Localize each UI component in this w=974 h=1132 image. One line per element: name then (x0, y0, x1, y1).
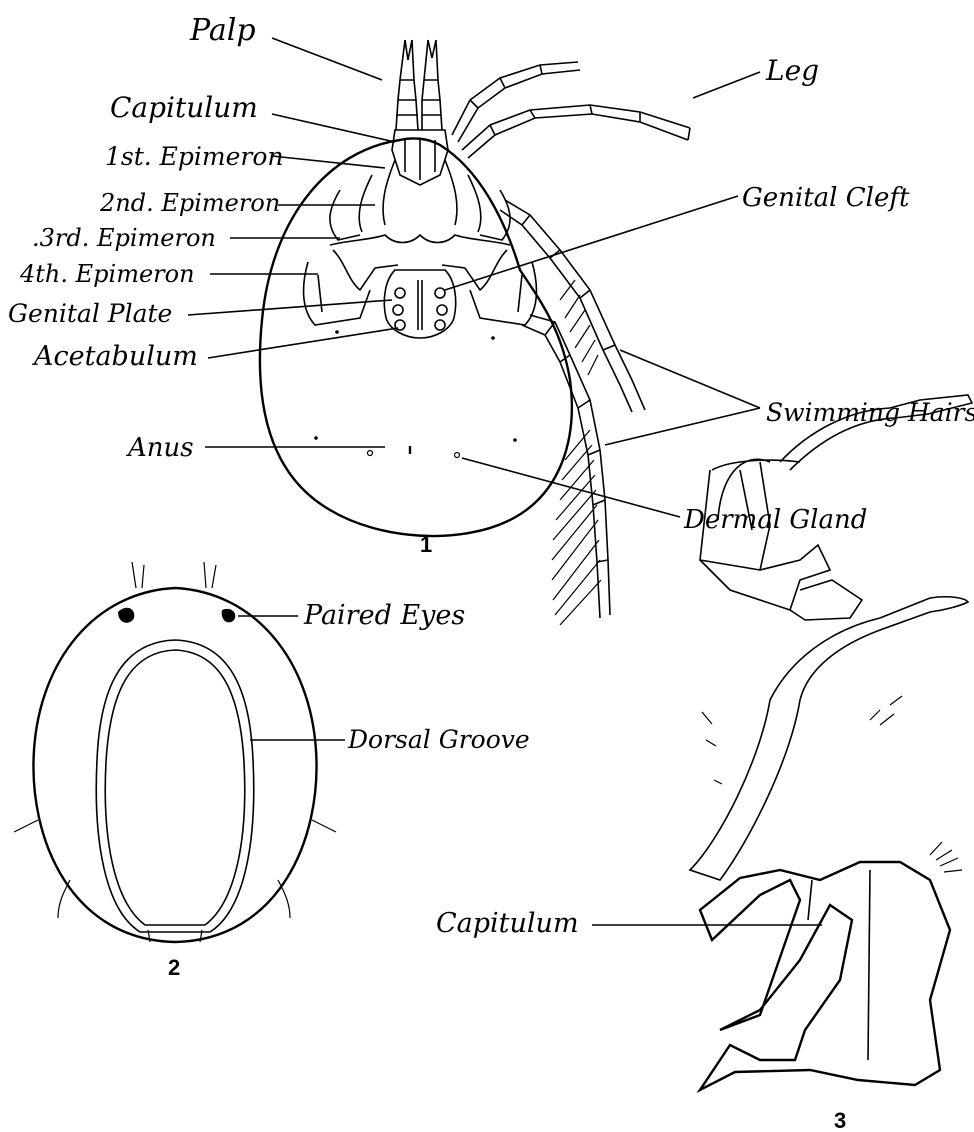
figure-2-number: 2 (168, 955, 180, 980)
label-epimeron-3: .3rd. Epimeron (32, 224, 216, 252)
label-dorsal-groove: Dorsal Groove (347, 725, 530, 754)
fig3-capitulum-body (700, 862, 950, 1090)
dermal-gland-leader (462, 458, 680, 517)
figure-3-number: 3 (834, 1108, 846, 1132)
genital-cleft-leader (445, 196, 738, 290)
epimeron1-leader (272, 156, 385, 168)
label-acetabulum: Acetabulum (31, 341, 198, 372)
label-capitulum: Capitulum (110, 91, 258, 124)
label-epimeron-4: 4th. Epimeron (19, 260, 195, 288)
label-leg: Leg (765, 54, 819, 87)
label-epimeron-2: 2nd. Epimeron (99, 189, 280, 217)
label-genital-cleft: Genital Cleft (742, 183, 910, 213)
fig2-body-outline (33, 588, 316, 942)
acetabulum-leader (208, 328, 398, 358)
label-fig3-capitulum: Capitulum (436, 908, 579, 939)
capitulum-leader (272, 114, 395, 142)
fig1-palps (396, 40, 442, 130)
label-anus: Anus (126, 433, 194, 463)
label-paired-eyes: Paired Eyes (303, 600, 465, 631)
label-swimming-hairs: Swimming Hairs (766, 398, 974, 427)
figure-1-ventral-view: Palp Capitulum 1st. Epimeron 2nd. Epimer… (8, 13, 974, 625)
palp-leader (272, 38, 382, 80)
label-dermal-gland: Dermal Gland (683, 505, 867, 535)
label-epimeron-1: 1st. Epimeron (105, 142, 284, 171)
figure-1-number: 1 (420, 532, 432, 557)
fig2-right-eye (222, 609, 236, 622)
label-palp: Palp (189, 13, 256, 48)
fig1-legs (452, 62, 690, 625)
leg-leader (693, 72, 760, 98)
fig2-left-eye (118, 608, 134, 623)
fig1-dermal-glands (314, 330, 517, 457)
fig3-palp (690, 597, 968, 880)
swimming-hairs-leader-2 (605, 408, 760, 445)
label-genital-plate: Genital Plate (8, 299, 172, 328)
